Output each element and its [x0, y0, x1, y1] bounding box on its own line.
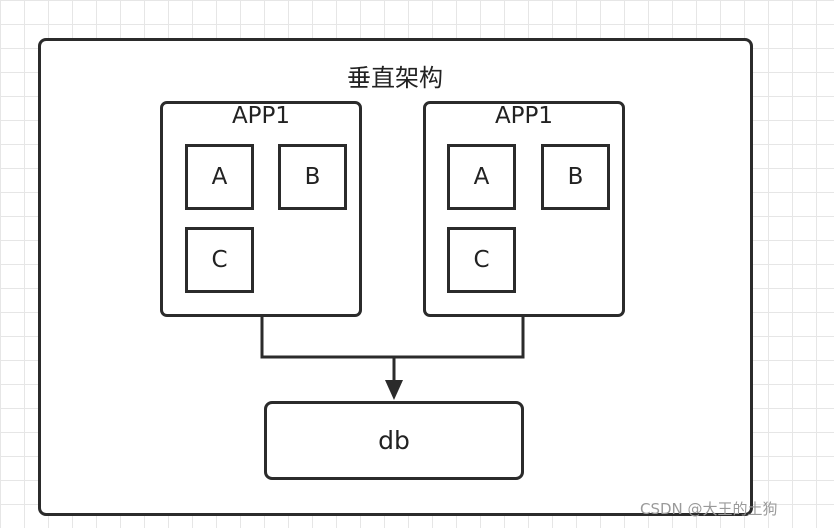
- module-c-right: C: [447, 227, 516, 293]
- module-a-right: A: [447, 144, 516, 210]
- module-a-left: A: [185, 144, 254, 210]
- database-box: db: [264, 401, 524, 480]
- app-label-left: APP1: [231, 103, 291, 129]
- connector-line: [260, 315, 525, 359]
- arrow-head: [385, 380, 403, 400]
- module-b-right: B: [541, 144, 610, 210]
- diagram-title: 垂直架构: [347, 64, 443, 92]
- app-label-right: APP1: [494, 103, 554, 129]
- watermark: CSDN @大王的土狗: [640, 500, 778, 518]
- module-c-left: C: [185, 227, 254, 293]
- module-b-left: B: [278, 144, 347, 210]
